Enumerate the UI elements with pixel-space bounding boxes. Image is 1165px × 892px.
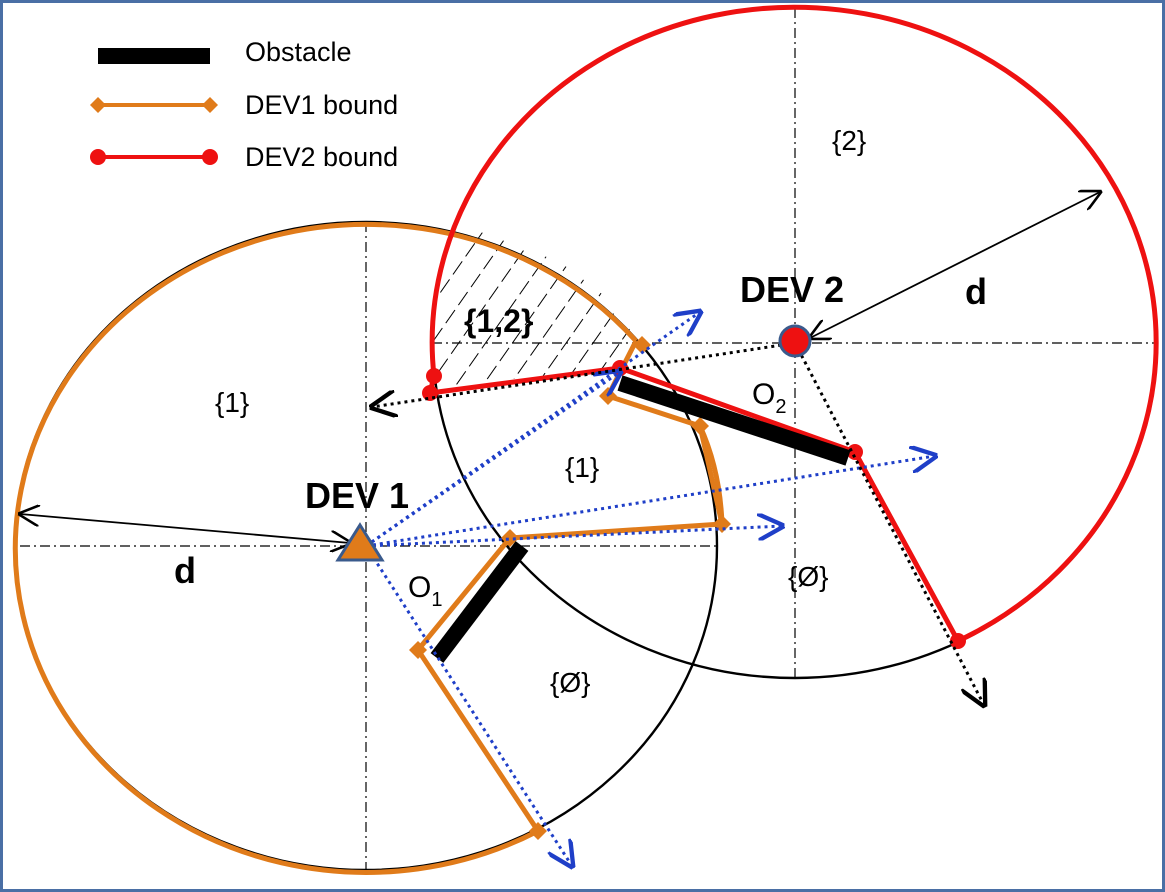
- legend: Obstacle DEV1 bound DEV2 bound: [90, 37, 398, 172]
- dev2-rays: [372, 341, 984, 705]
- region-none-lower: {Ø}: [550, 667, 590, 698]
- obstacle-o2: [617, 375, 851, 466]
- dev2-marker: [778, 324, 812, 358]
- region-both: {1,2}: [464, 303, 533, 339]
- region-dev1-only-mid: {1}: [565, 452, 599, 483]
- dev1-label: DEV 1: [305, 475, 409, 516]
- legend-dev1-label: DEV1 bound: [245, 90, 398, 120]
- dev1-radius-label: d: [174, 550, 196, 591]
- dev1-rays: [364, 312, 935, 866]
- dev1-marker: [335, 522, 385, 562]
- radius-arrows: [20, 192, 1100, 543]
- legend-dev2-label: DEV2 bound: [245, 142, 398, 172]
- dev1-bound-vertices: [409, 336, 731, 840]
- region-dev2-only: {2}: [832, 125, 866, 156]
- region-dev1-only-left: {1}: [215, 387, 249, 418]
- obstacle-o1: [430, 541, 529, 663]
- legend-obstacle-label: Obstacle: [245, 37, 352, 67]
- intersection-hatch: [433, 228, 640, 388]
- legend-dev2-marker-left: [90, 149, 106, 165]
- obstacle-o1-label: O1: [408, 571, 442, 611]
- region-none-right: {Ø}: [788, 561, 828, 592]
- obstacle-o2-label: O2: [752, 378, 786, 418]
- dev2-label: DEV 2: [740, 269, 844, 310]
- dev2-radius-label: d: [965, 271, 987, 312]
- legend-dev2-marker-right: [202, 149, 218, 165]
